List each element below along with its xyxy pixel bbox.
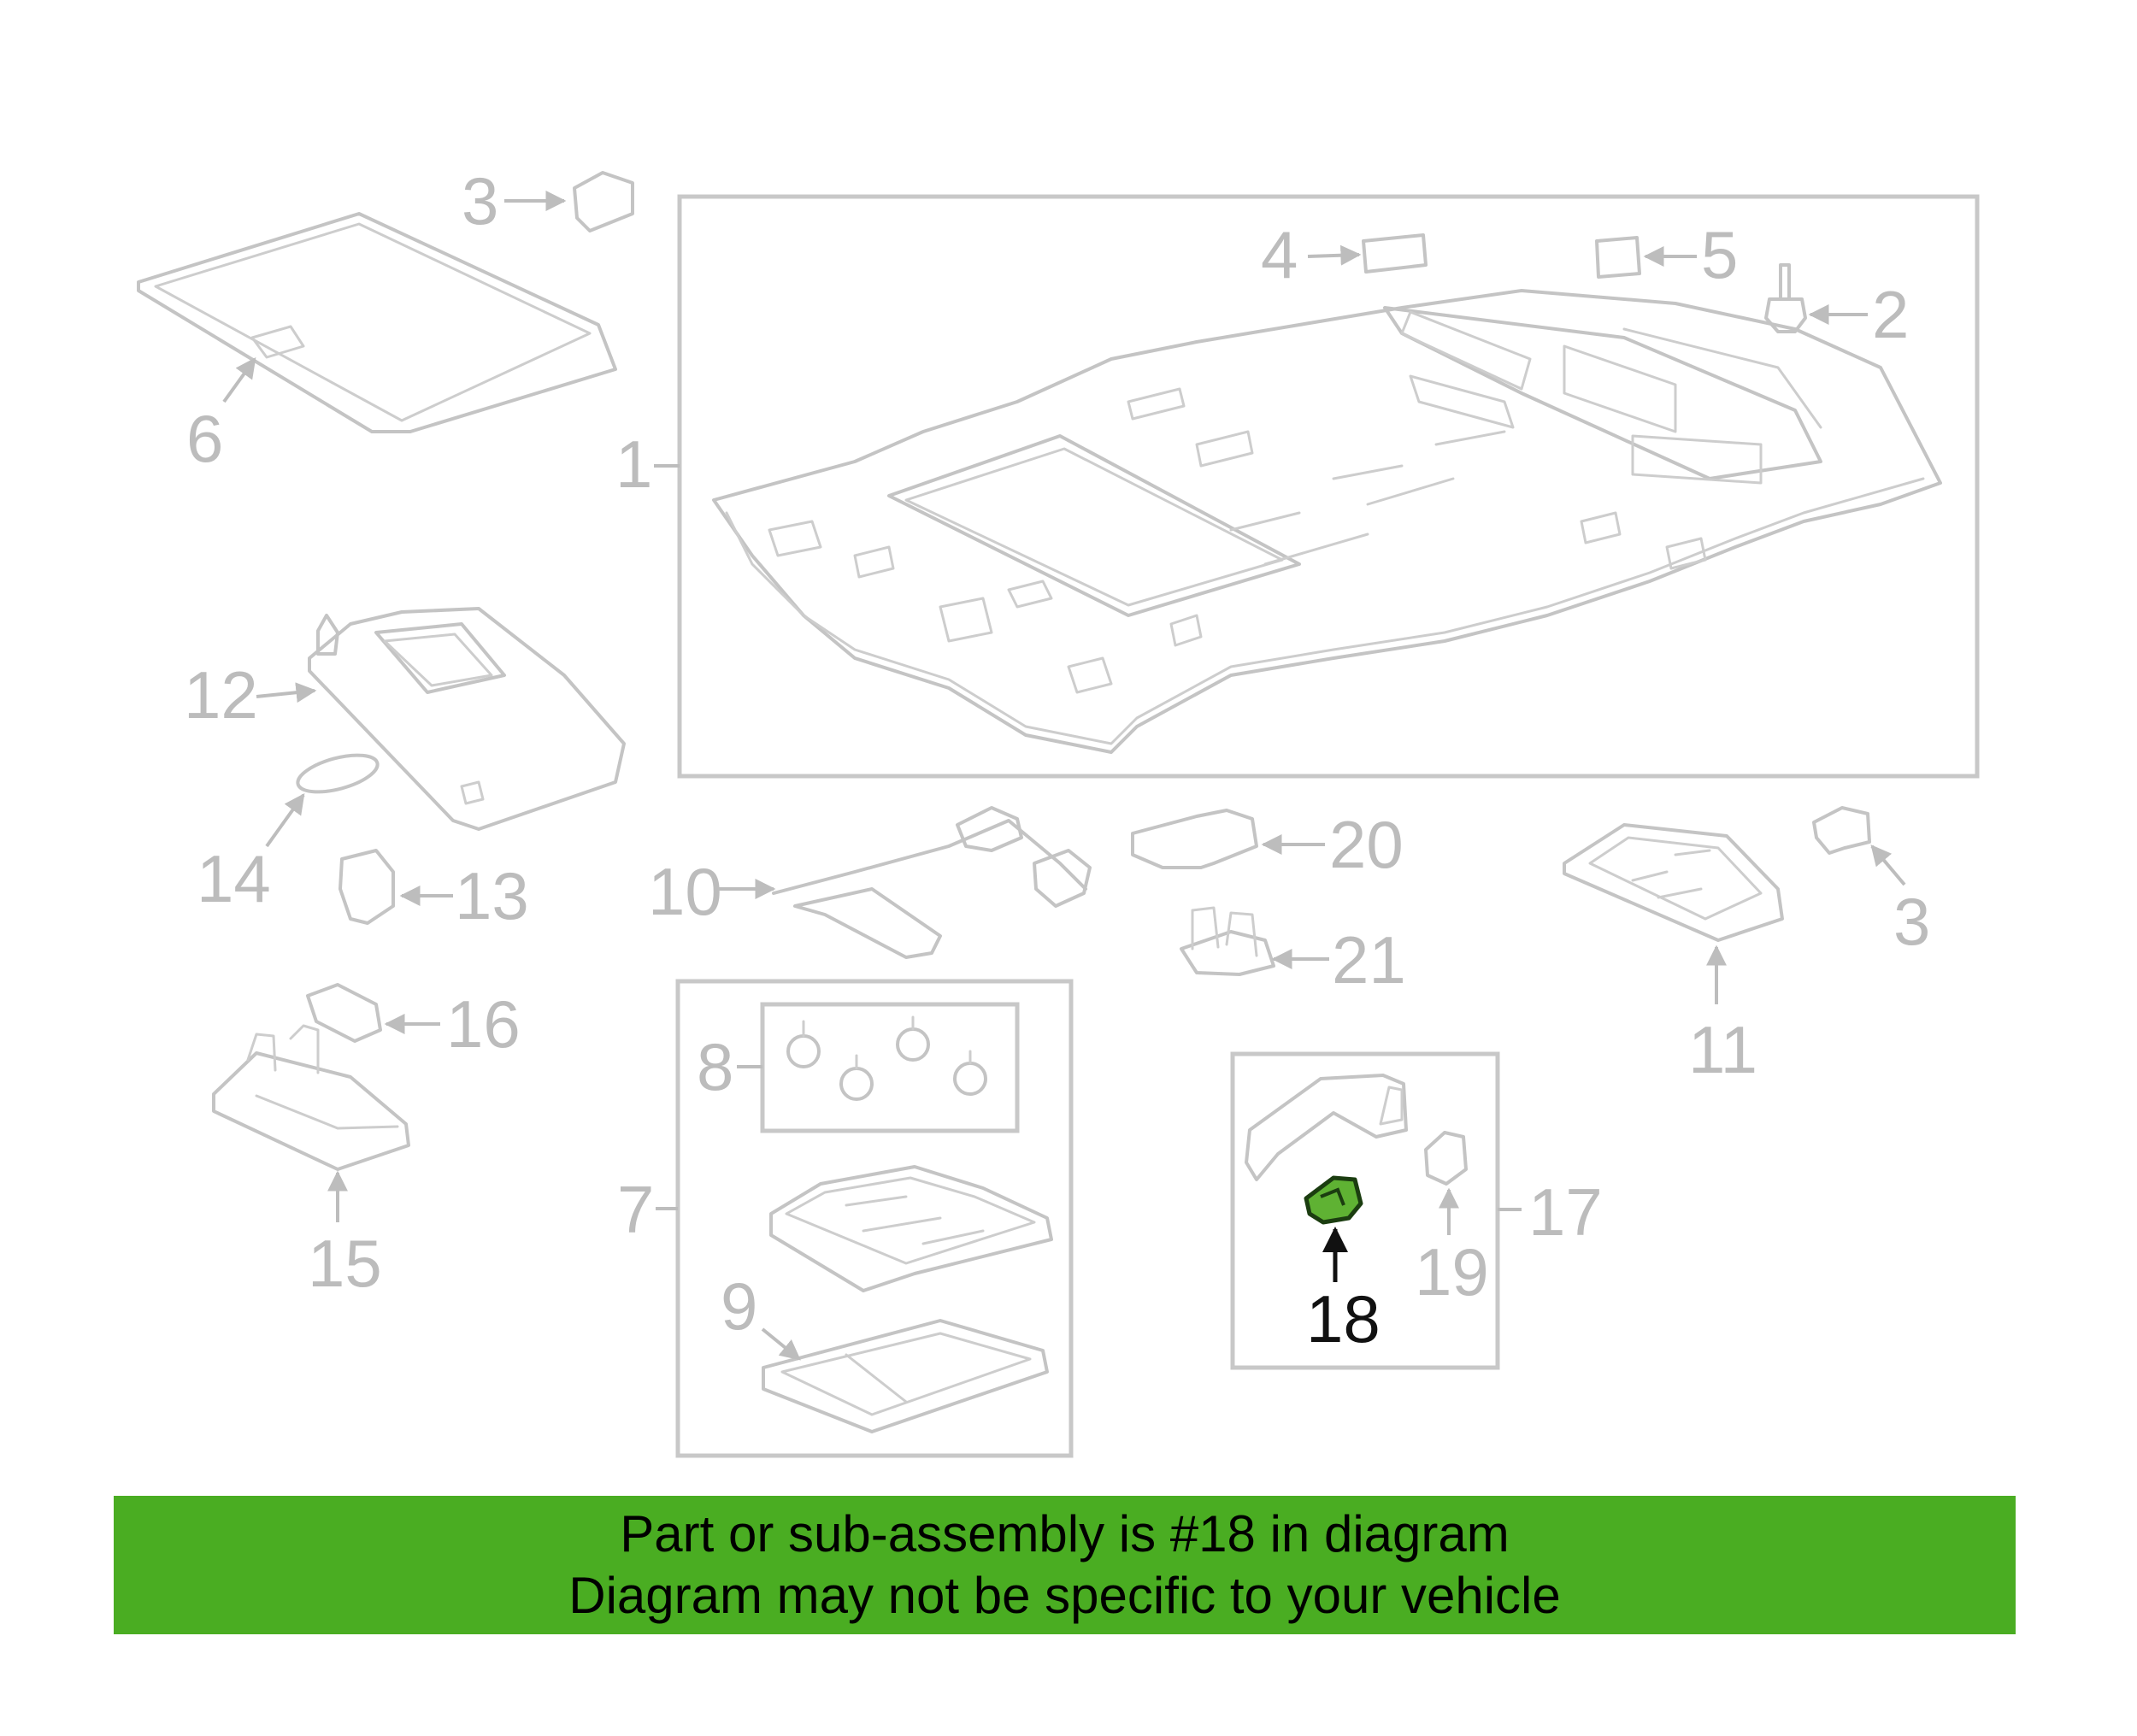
part-18-highlighted[interactable] (1304, 1175, 1363, 1225)
callout-14: 14 (197, 841, 271, 916)
part-14-ring (296, 753, 380, 794)
callout-11: 11 (1688, 1012, 1757, 1087)
callout-7: 7 (617, 1172, 654, 1247)
banner-line-2: Diagram may not be specific to your vehi… (568, 1567, 1561, 1624)
callout-15: 15 (308, 1226, 382, 1301)
part-7-console (769, 1165, 1053, 1292)
callout-21: 21 (1332, 922, 1406, 997)
callout-4: 4 (1261, 217, 1298, 292)
part-13-clip (339, 849, 395, 925)
callout-1: 1 (615, 427, 652, 502)
part-8-clips (786, 1015, 987, 1101)
callout-18: 18 (1306, 1281, 1381, 1356)
part-6-panel (137, 212, 617, 433)
banner-line-1: Part or sub-assembly is #18 in diagram (620, 1505, 1510, 1562)
callout-3-top: 3 (462, 163, 498, 238)
part-5 (1595, 236, 1641, 279)
callout-17: 17 (1528, 1174, 1603, 1250)
callout-20: 20 (1329, 807, 1404, 882)
callout-2: 2 (1872, 277, 1909, 352)
callout-12: 12 (184, 657, 258, 733)
part-21-bracket (1180, 906, 1275, 976)
part-9-lens (762, 1319, 1049, 1433)
callout-13: 13 (455, 858, 529, 933)
part-3-right (1812, 806, 1871, 855)
callout-16: 16 (446, 986, 521, 1062)
part-3-top (573, 171, 634, 232)
callout-19: 19 (1415, 1234, 1489, 1309)
headliner-group-box (677, 194, 1980, 779)
callout-6: 6 (186, 401, 223, 476)
headliner-part (712, 289, 1942, 754)
part-11-map-lamp (1563, 823, 1784, 942)
part-4 (1362, 233, 1428, 274)
callout-8: 8 (697, 1029, 733, 1104)
callout-5: 5 (1701, 217, 1738, 292)
part-12-sun-visor (308, 607, 626, 831)
part-10-wire-harness (772, 806, 1092, 959)
console-group-box (675, 979, 1074, 1458)
callout-10: 10 (648, 854, 722, 929)
part-17-grip-handle (1245, 1074, 1408, 1181)
callout-9: 9 (721, 1268, 757, 1344)
part-19-cap (1424, 1131, 1468, 1186)
part-2-clip (1764, 263, 1807, 333)
part-15-lamp (212, 1024, 410, 1171)
part-20-connector (1131, 809, 1258, 869)
info-banner: Part or sub-assembly is #18 in diagram D… (114, 1496, 2016, 1634)
part-16-bulb (306, 983, 382, 1043)
callout-3-right: 3 (1893, 884, 1930, 959)
